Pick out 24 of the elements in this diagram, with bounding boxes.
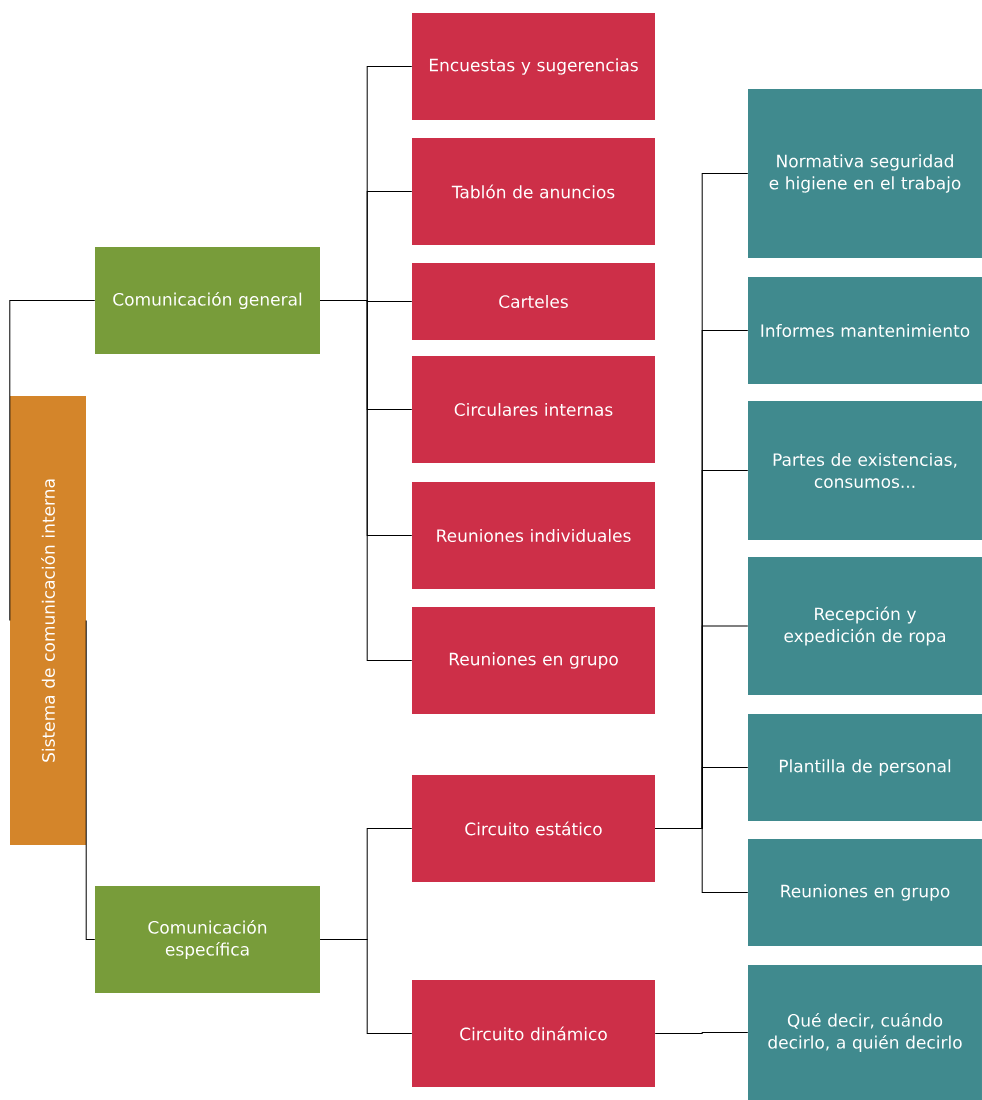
channel-box: Circulares internas <box>412 356 655 463</box>
channel-box: Carteles <box>412 263 655 340</box>
item-box: Informes mantenimiento <box>748 277 982 384</box>
connector-line <box>85 620 96 940</box>
item-box: Recepción y expedición de ropa <box>748 557 982 695</box>
item-box: Qué decir, cuándo decirlo, a quién decirlo <box>748 965 982 1100</box>
channel-box: Circuito estático <box>412 775 655 882</box>
item-box: Reuniones en grupo <box>748 839 982 946</box>
category-box: Comunicación específica <box>95 886 320 993</box>
category-box: Comunicación general <box>95 247 320 354</box>
item-box: Plantilla de personal <box>748 714 982 821</box>
channel-box: Tablón de anuncios <box>412 138 655 245</box>
connector-line <box>9 300 96 621</box>
channel-box: Circuito dinámico <box>412 980 655 1087</box>
channel-box: Reuniones individuales <box>412 482 655 589</box>
connector-line <box>319 300 413 661</box>
channel-box: Encuestas y sugerencias <box>412 13 655 120</box>
item-box: Normativa seguridad e higiene en el trabajo <box>748 89 982 258</box>
channel-box: Reuniones en grupo <box>412 607 655 714</box>
connector-line <box>654 828 749 893</box>
root-box: Sistema de comunicación interna <box>10 396 86 845</box>
connector-line <box>654 1032 749 1034</box>
connector-line <box>319 939 413 1034</box>
item-box: Partes de existencias, consumos... <box>748 401 982 540</box>
